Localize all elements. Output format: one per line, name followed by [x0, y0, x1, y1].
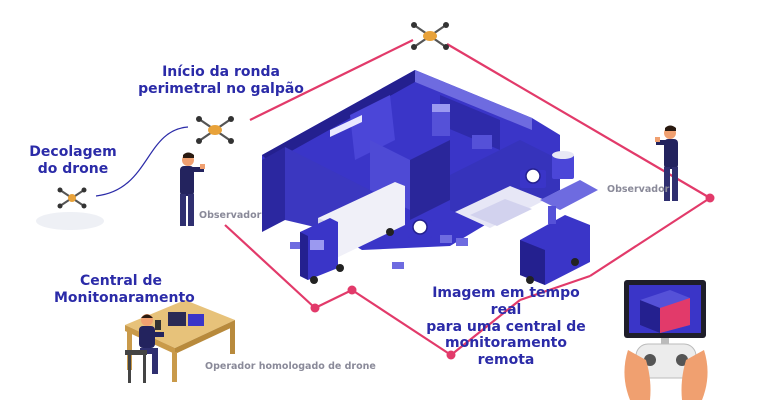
truck-icon — [520, 180, 598, 285]
route-waypoints — [310, 193, 715, 360]
landing-pad — [36, 212, 104, 230]
operator-caption: Operador homologado de drone — [205, 361, 376, 372]
desk-operator-icon — [125, 300, 235, 383]
takeoff-connector — [95, 126, 189, 197]
person-icon — [655, 125, 678, 201]
patrol-route — [224, 39, 711, 356]
takeoff-label-line1: Decolagem — [29, 144, 117, 160]
observer-left-caption: Observador — [199, 210, 262, 221]
takeoff-label: Decolagem do drone — [14, 144, 132, 178]
realtime-label-line1: Imagem em tempo real — [432, 285, 580, 318]
drone-icon — [57, 187, 87, 209]
waypoint — [347, 285, 357, 295]
realtime-label-line2: para uma central de — [426, 318, 586, 335]
drone-icon — [196, 116, 234, 144]
waypoint — [705, 193, 715, 203]
takeoff-label-line2: do drone — [37, 160, 109, 177]
waypoint — [446, 350, 456, 360]
patrol-label-line2: perimetral no galpão — [138, 80, 304, 97]
central-label: Central de Monitonaramento — [54, 273, 195, 307]
observer-right-caption: Observador — [607, 184, 670, 195]
drone-icon — [411, 22, 449, 50]
waypoint — [310, 303, 320, 313]
truck-icon — [300, 182, 405, 284]
central-label-line1: Central de — [80, 273, 162, 289]
patrol-label-line1: Início da ronda — [162, 64, 280, 80]
person-icon — [180, 152, 205, 226]
realtime-label-line3: monitoramento remota — [445, 335, 567, 369]
realtime-label: Imagem em tempo real para uma central de… — [416, 285, 596, 369]
central-label-line2: Monitonaramento — [54, 289, 195, 306]
patrol-label: Início da ronda perimetral no galpão — [136, 64, 306, 98]
warehouse-illustration — [262, 70, 574, 269]
remote-controller-icon — [624, 280, 708, 400]
